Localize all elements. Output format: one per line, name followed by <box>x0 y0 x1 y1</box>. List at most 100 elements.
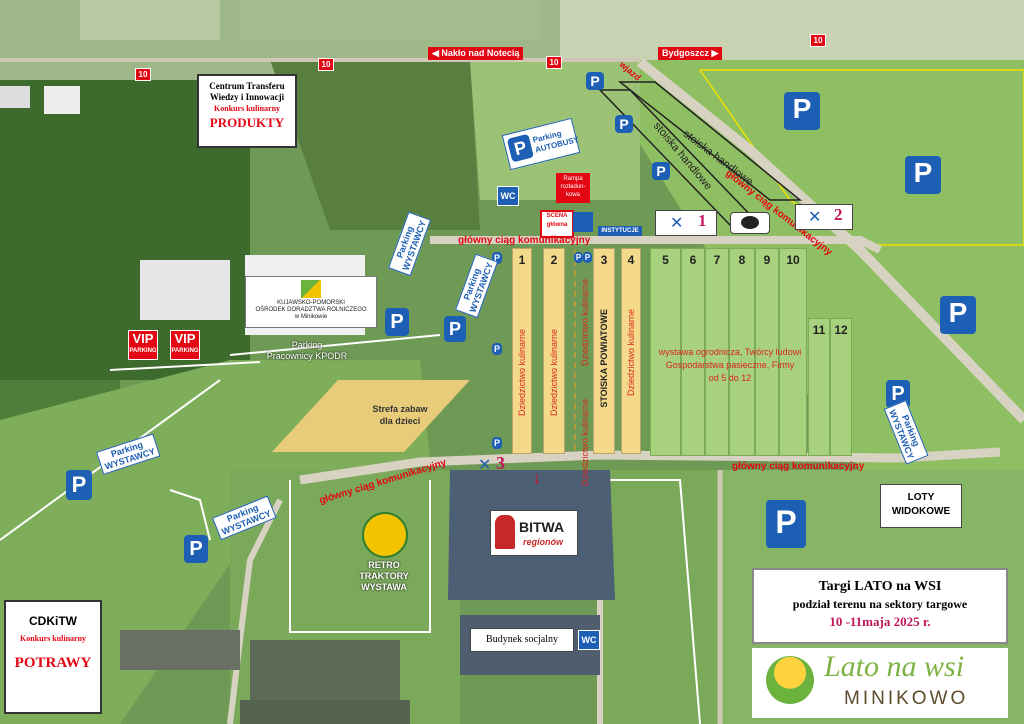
direction-sign-naklo: ◀ Nakło nad Notecią <box>428 47 524 60</box>
cdkitw-contest: Konkurs kulinarny <box>19 634 87 643</box>
sector-8[interactable]: 8 <box>729 248 755 456</box>
rampa-sign: Rampa rozładun- kowa <box>556 173 590 203</box>
kpodr-parking-line2: Pracownicy KPODR <box>266 351 348 361</box>
rampa-line1: Rampa <box>563 176 583 182</box>
kpodr-line2: OŚRODEK DORADZTWA ROLNICZEGO <box>255 307 367 313</box>
cutlery-icon: ✕ <box>478 457 492 474</box>
rampa-line3: kowa <box>565 192 580 198</box>
retro-line2: TRAKTORY <box>359 571 409 581</box>
kpodr-parking-line1: Parking <box>291 340 323 350</box>
arrow-down-icon: ↓ <box>533 470 541 487</box>
cdkitw-title: CDKiTW <box>29 614 77 628</box>
logo-line1: Lato na wsi <box>824 650 965 683</box>
sector-label: Dziedzictwo kulinarne <box>517 329 527 417</box>
kids-zone-line1: Strefa zabaw <box>372 404 428 414</box>
loty-line1: LOTY <box>907 492 935 503</box>
visitor-parking-icon: P <box>652 162 670 180</box>
sector-6[interactable]: 6 <box>681 248 705 456</box>
lato-na-wsi-logo: Lato na wsi MINIKOWO <box>752 648 1008 718</box>
small-parking-marker: P <box>574 252 583 263</box>
sector-3[interactable]: 3 Dziedzictwo kulinarne STOISKA POWIATOW… <box>580 248 615 486</box>
sector-number: 7 <box>713 253 721 267</box>
sector-number: 1 <box>518 253 526 267</box>
bitwa-sub: regionów <box>523 537 563 547</box>
rampa-line2: rozładun- <box>560 184 586 190</box>
visitor-parking-icon: P <box>784 92 820 130</box>
sector-number: 4 <box>627 253 635 267</box>
kpodr-line1: KUJAWSKO-POMORSKI <box>277 300 345 306</box>
retro-tractors-label: RETRO TRAKTORY WYSTAWA <box>336 560 432 593</box>
centrum-contest: Konkurs kulinarny <box>213 104 281 113</box>
retro-line1: RETRO <box>368 560 400 570</box>
sector-9[interactable]: 9 <box>755 248 779 456</box>
food-court-number: 1 <box>698 211 707 230</box>
stage-line1: SCENA <box>546 213 568 219</box>
cdkitw-box: CDKiTW Konkurs kulinarny POTRAWY <box>4 600 102 714</box>
sector-number: 8 <box>738 253 746 267</box>
visitor-parking-icon: P <box>615 115 633 133</box>
visitor-parking-icon: P <box>940 296 976 334</box>
food-court-number: 3 <box>496 453 505 473</box>
sector-number: 2 <box>550 253 558 267</box>
kids-zone-label: Strefa zabaw dla dzieci <box>330 403 470 427</box>
sector-5[interactable]: 5 <box>650 248 681 456</box>
parking-p-icon: P <box>184 535 208 563</box>
green-desc-line1: wystawa ogrodnicza, Twórcy ludowi <box>658 347 802 357</box>
food-court-2: ✕ 2 <box>795 204 853 230</box>
sector-number: 10 <box>786 253 800 267</box>
sector-number: 12 <box>834 323 848 337</box>
sector-1[interactable]: 1 Dziedzictwo kulinarne <box>512 248 532 454</box>
kpodr-line3: w Minikowie <box>294 314 328 320</box>
centrum-transferu-box: Centrum Transferu Wiedzy i Innowacji Kon… <box>197 74 297 148</box>
sector-number: 5 <box>662 253 669 267</box>
sector-7[interactable]: 7 <box>705 248 729 456</box>
centrum-line2: Wiedzy i Innowacji <box>209 92 285 102</box>
small-parking-marker: P <box>492 437 502 449</box>
social-building-sign: Budynek socjalny <box>470 628 574 652</box>
logo-line2: MINIKOWO <box>844 688 969 709</box>
route-number-sign: 10 <box>546 56 562 69</box>
sector-10[interactable]: 10 <box>779 248 807 456</box>
sector-12[interactable]: 12 <box>830 318 852 456</box>
parking-p-icon: P <box>66 470 92 500</box>
retro-line3: WYSTAWA <box>361 582 407 592</box>
direction-sign-bydgoszcz: Bydgoszcz ▶ <box>658 47 723 60</box>
kpodr-logo <box>301 280 321 298</box>
sector-number: 3 <box>600 253 608 267</box>
fair-subtitle: podział terenu na sektory targowe <box>792 597 968 611</box>
wc-sign: WC <box>578 630 600 650</box>
route-number-sign: 10 <box>810 34 826 47</box>
main-route-label: główny ciąg komunikacyjny <box>458 235 591 246</box>
food-court-number: 2 <box>834 205 843 224</box>
stage-line2: główna <box>546 222 568 228</box>
tractor-icon <box>362 512 408 558</box>
food-court-3: ✕ 3 <box>476 453 516 477</box>
bitwa-regionow-sign: BITWA regionów <box>490 510 578 556</box>
main-route-label: główny ciąg komunikacyjny <box>732 461 865 472</box>
small-parking-marker: P <box>492 252 502 264</box>
visitor-parking-icon: P <box>766 500 806 548</box>
svc-box <box>573 212 593 232</box>
sector-number: 6 <box>689 253 697 267</box>
centrum-category: PRODUKTY <box>209 115 285 130</box>
sector-label: Dziedzictwo kulinarne <box>626 309 636 397</box>
sector-2[interactable]: 2 Dziedzictwo kulinarne <box>543 248 565 454</box>
fair-dates: 10 -11maja 2025 r. <box>829 614 931 629</box>
parking-p-icon: P <box>444 316 466 342</box>
green-desc-line2: Gospodarstwa pasieczne, Firmy <box>665 360 795 370</box>
route-number-sign: 10 <box>318 58 334 71</box>
food-court-1: ✕ 1 <box>655 210 717 236</box>
bread-icon <box>741 216 759 229</box>
cdkitw-category: POTRAWY <box>14 655 92 671</box>
sector-11[interactable]: 11 <box>808 318 830 456</box>
green-desc-line3: od 5 do 12 <box>708 373 752 383</box>
green-sectors-description: wystawa ogrodnicza, Twórcy ludowi Gospod… <box>655 346 805 385</box>
sector-3-small-stalls <box>574 250 590 450</box>
sector-number: 9 <box>763 253 771 267</box>
sun-leaf-icon <box>766 656 814 704</box>
wc-sign: WC <box>497 186 519 206</box>
fair-info-box: Targi LATO na WSI podział terenu na sekt… <box>752 568 1008 644</box>
sector-4[interactable]: 4 Dziedzictwo kulinarne <box>621 248 641 454</box>
